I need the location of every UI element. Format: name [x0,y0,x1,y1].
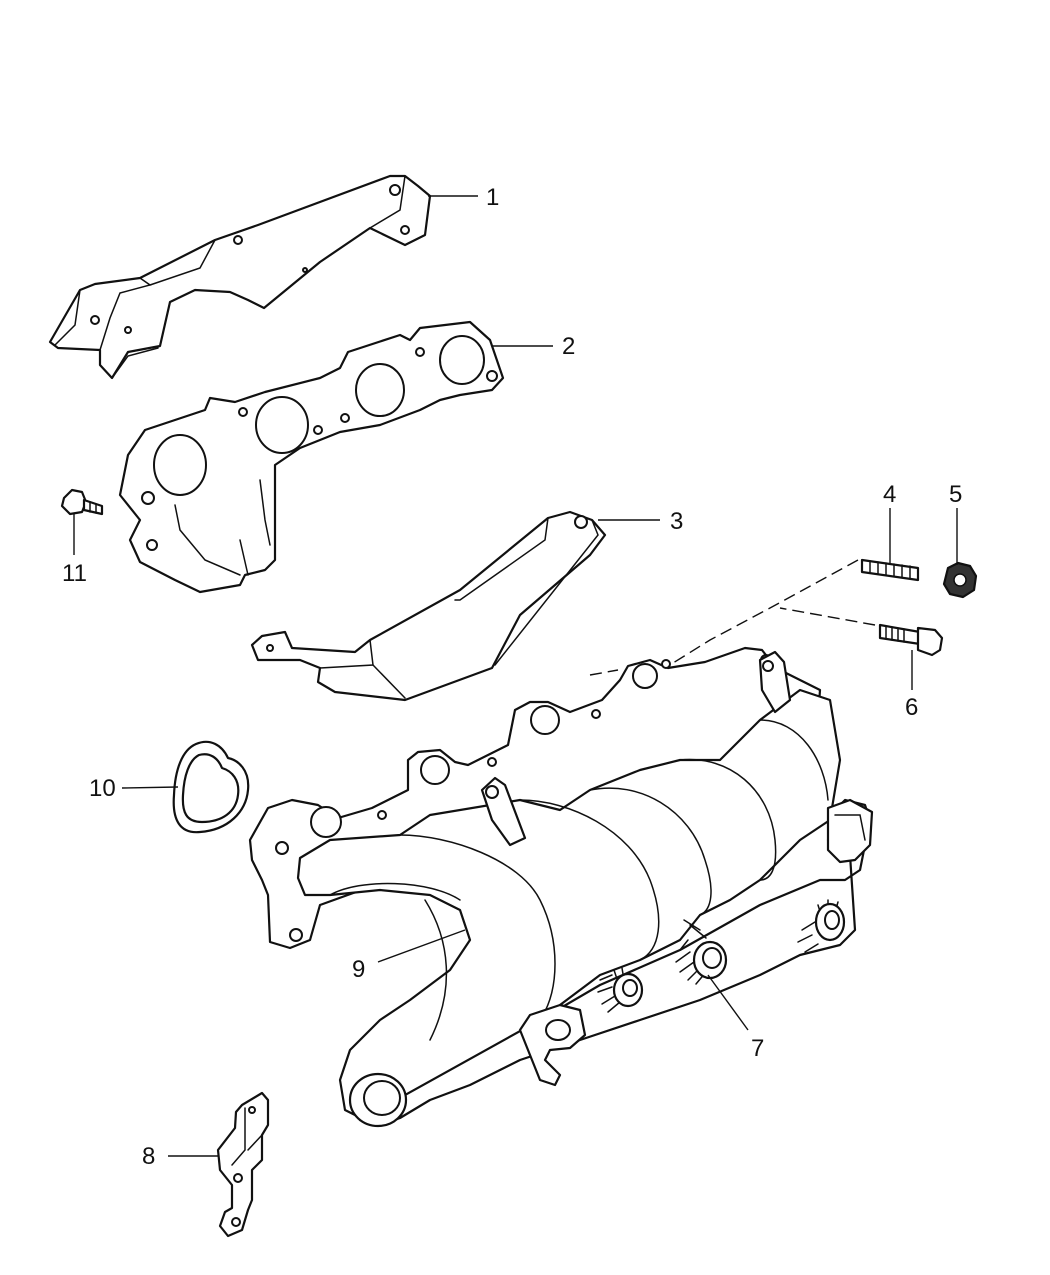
callout-10: 10 [89,775,116,802]
callout-9: 9 [352,956,365,983]
part-8-bracket[interactable] [216,1091,270,1238]
part-4-stud[interactable] [860,558,920,582]
callout-4: 4 [883,481,896,508]
part-10-outlet-gasket[interactable] [172,740,250,834]
alignment-line-stud [664,559,859,669]
heatsink-a [675,919,728,985]
leader-10 [121,786,179,789]
callout-5: 5 [949,481,962,508]
callout-8: 8 [142,1143,155,1170]
callout-2: 2 [562,333,575,360]
part-9-exhaust-manifold[interactable] [248,646,874,1128]
alignment-line-bolt [779,607,876,626]
part-3-lower-heat-shield[interactable] [250,510,607,702]
part-7-sensor-heatsinks[interactable] [597,899,846,1013]
heatsink-b [597,967,644,1013]
part-2-manifold-gasket[interactable] [118,320,505,594]
alignment-line-flange [589,669,619,676]
part-5-nut[interactable] [942,561,978,599]
callout-3: 3 [670,508,683,535]
leader-lines [73,195,958,1157]
heatsink-c [797,899,846,953]
callout-labels: 1 2 3 4 5 6 7 8 9 10 11 [62,184,962,1170]
part-11-small-bolt[interactable] [60,488,104,516]
callout-6: 6 [905,694,918,721]
leader-7 [707,974,749,1031]
part-1-upper-heat-shield[interactable] [48,174,432,380]
leader-9 [377,929,466,963]
callout-7: 7 [751,1035,764,1062]
part-6-bolt[interactable] [878,623,944,657]
callout-11: 11 [62,560,87,587]
callout-1: 1 [486,184,499,211]
